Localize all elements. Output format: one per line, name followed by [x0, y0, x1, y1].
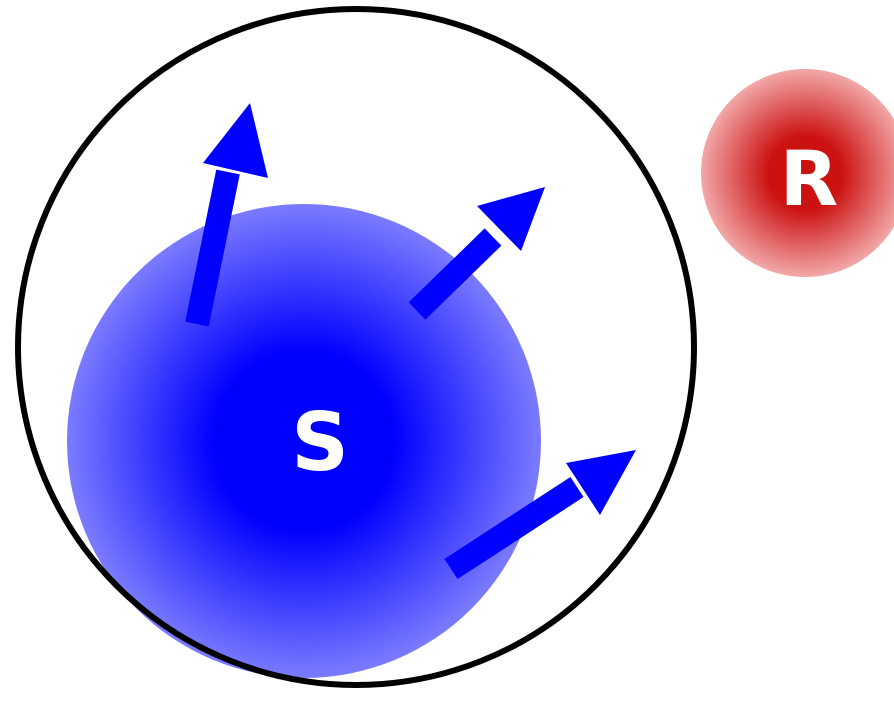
- arrow-up: [185, 103, 268, 327]
- emission-arrows: [185, 103, 636, 580]
- receiver-sphere: [701, 69, 894, 277]
- receiver-label: R: [780, 134, 839, 223]
- source-sphere: [67, 204, 541, 678]
- arrow-up-right: [408, 187, 545, 320]
- boundary-circle: [15, 6, 697, 688]
- source-label: S: [291, 396, 349, 489]
- arrow-right: [444, 450, 636, 580]
